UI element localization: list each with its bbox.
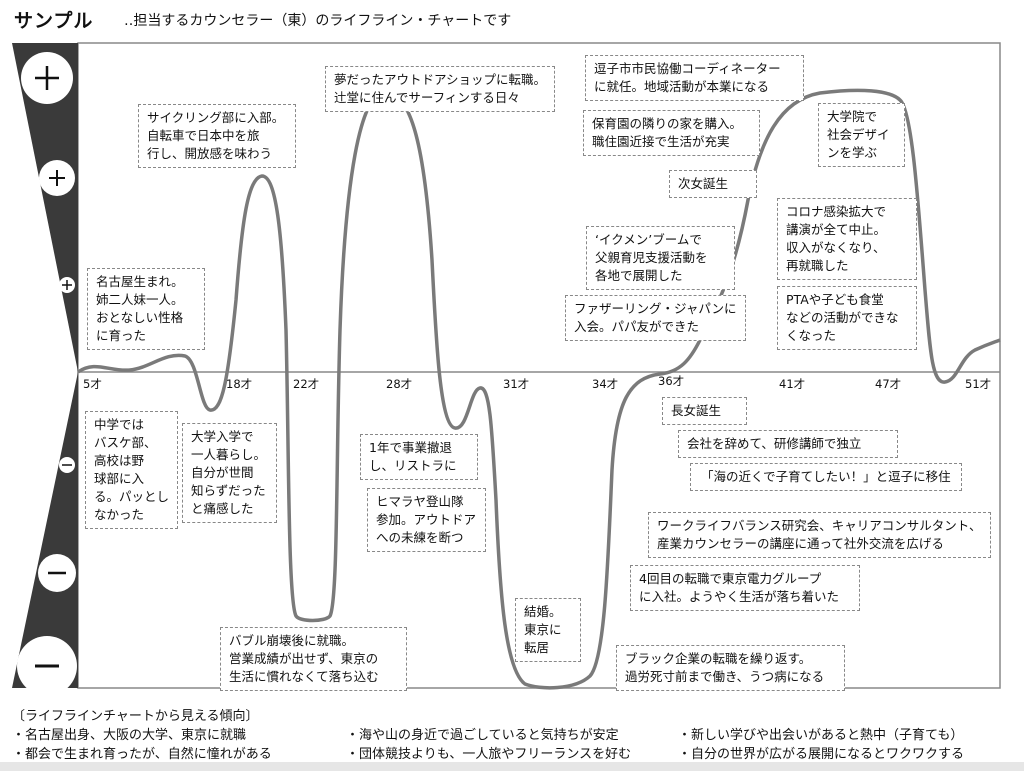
event-box: 1年で事業撤退 し、リストラに <box>360 434 478 480</box>
event-box: バブル崩壊後に就職。 営業成績が出せず、東京の 生活に慣れなくて落ち込む <box>220 627 407 691</box>
age-label: 28才 <box>386 377 413 391</box>
event-box: PTAや子ども食堂 などの活動ができな くなった <box>777 286 917 350</box>
life-curve <box>76 88 1001 690</box>
event-box: 次女誕生 <box>669 170 757 198</box>
age-label: 36才 <box>658 374 685 388</box>
event-box: 大学入学で 一人暮らし。 自分が世間 知らずだった と痛感した <box>182 423 277 523</box>
page-title: サンプル <box>14 10 94 32</box>
negative-scale-wedge <box>12 372 78 688</box>
trend-item: ・自分の世界が広がる展開になるとワクワクする <box>678 747 965 762</box>
minus-large-icon <box>17 636 77 696</box>
age-label: 18才 <box>226 377 253 391</box>
event-box: ファザーリング・ジャパンに 入会。パパ友ができた <box>565 295 746 341</box>
event-box: 名古屋生まれ。 姉二人妹一人。 おとなしい性格 に育った <box>87 268 205 350</box>
plus-large-icon <box>21 52 73 104</box>
age-label: 31才 <box>503 377 530 391</box>
trend-item: ・団体競技よりも、一人旅やフリーランスを好む <box>346 747 632 762</box>
event-box: ヒマラヤ登山隊 参加。アウトドア への未練を断つ <box>367 488 486 552</box>
trend-item: ・新しい学びや出会いがあると熱中（子育ても） <box>678 728 964 743</box>
bottom-bar <box>0 762 1024 771</box>
event-box: 4回目の転職で東京電力グループ に入社。ようやく生活が落ち着いた <box>630 565 860 611</box>
trend-item: ・都会で生まれ育ったが、自然に憧れがある <box>12 747 272 762</box>
minus-medium-icon <box>38 554 76 592</box>
age-label: 5才 <box>83 377 102 391</box>
age-label: 22才 <box>293 377 320 391</box>
event-box: 会社を辞めて、研修講師で独立 <box>678 430 898 458</box>
plus-small-icon <box>59 277 75 293</box>
page-subtitle: ‥担当するカウンセラー（東）のライフライン・チャートです <box>124 13 512 29</box>
age-label: 34才 <box>592 377 619 391</box>
event-box: 結婚。 東京に 転居 <box>515 598 581 662</box>
trend-item: ・海や山の身近で過ごしていると気持ちが安定 <box>346 728 619 743</box>
event-box: 長女誕生 <box>662 397 747 425</box>
event-box: 夢だったアウトドアショップに転職。 辻堂に住んでサーフィンする日々 <box>325 66 556 112</box>
event-box: 「海の近くで子育てしたい！」と逗子に移住 <box>690 463 962 491</box>
trends-heading: 〔ライフラインチャートから見える傾向〕 <box>12 709 259 724</box>
trend-item: ・名古屋出身、大阪の大学、東京に就職 <box>12 728 247 743</box>
event-box: 保育園の隣りの家を購入。 職住園近接で生活が充実 <box>583 110 760 156</box>
event-box: コロナ感染拡大で 講演が全て中止。 収入がなくなり、 再就職した <box>777 198 917 280</box>
minus-small-icon <box>59 457 75 473</box>
age-label: 51才 <box>965 377 992 391</box>
event-box: ブラック企業の転職を繰り返す。 過労死寸前まで働き、うつ病になる <box>616 645 845 691</box>
event-box: 中学では バスケ部、 高校は野 球部に入 る。パッとし なかった <box>85 411 179 529</box>
event-box: ワークライフバランス研究会、キャリアコンサルタント、 産業カウンセラーの講座に通… <box>648 512 991 558</box>
event-box: 逗子市市民協働コーディネーター に就任。地域活動が本業になる <box>585 55 804 101</box>
event-box: ‘イクメン’ブームで 父親育児支援活動を 各地で展開した <box>586 226 735 290</box>
plus-medium-icon <box>39 160 75 196</box>
event-box: サイクリング部に入部。 自転車で日本中を旅 行し、開放感を味わう <box>138 104 296 168</box>
event-box: 大学院で 社会デザイ ンを学ぶ <box>818 103 905 167</box>
age-label: 47才 <box>875 377 902 391</box>
age-label: 41才 <box>779 377 806 391</box>
